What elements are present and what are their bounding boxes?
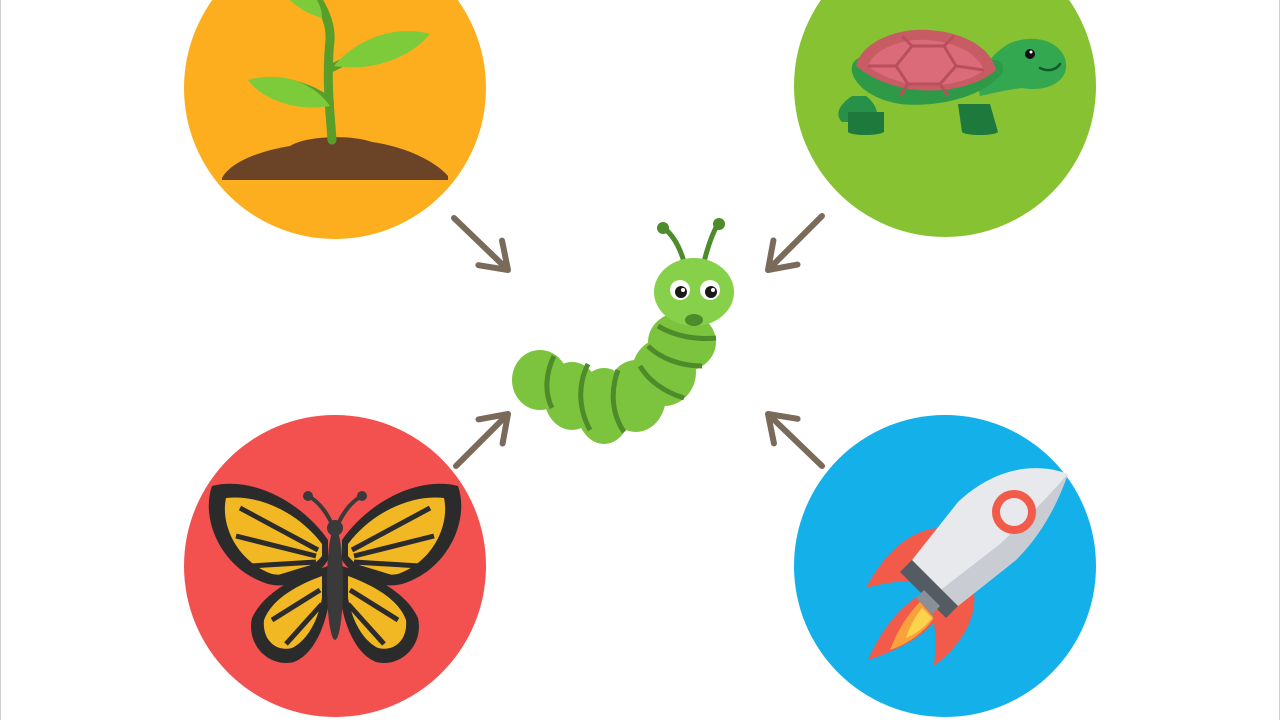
- left-border: [0, 0, 1, 720]
- arrow-rocket-to-center: [765, 411, 825, 469]
- arrows: [451, 213, 825, 469]
- arrow-turtle-to-center: [765, 213, 825, 273]
- arrow-butterfly-to-center: [453, 411, 511, 469]
- node-turtle: [794, 0, 1096, 237]
- node-seedling: [184, 0, 486, 239]
- seedling-icon: [222, 0, 448, 180]
- arrow-seedling-to-center: [451, 215, 511, 273]
- node-seedling-circle: [184, 0, 486, 239]
- node-rocket: [794, 415, 1096, 717]
- caterpillar-icon: [512, 218, 734, 444]
- rocket-icon: [866, 468, 1068, 666]
- turtle-icon: [838, 29, 1067, 135]
- node-butterfly: [184, 415, 486, 717]
- butterfly-icon: [208, 483, 462, 663]
